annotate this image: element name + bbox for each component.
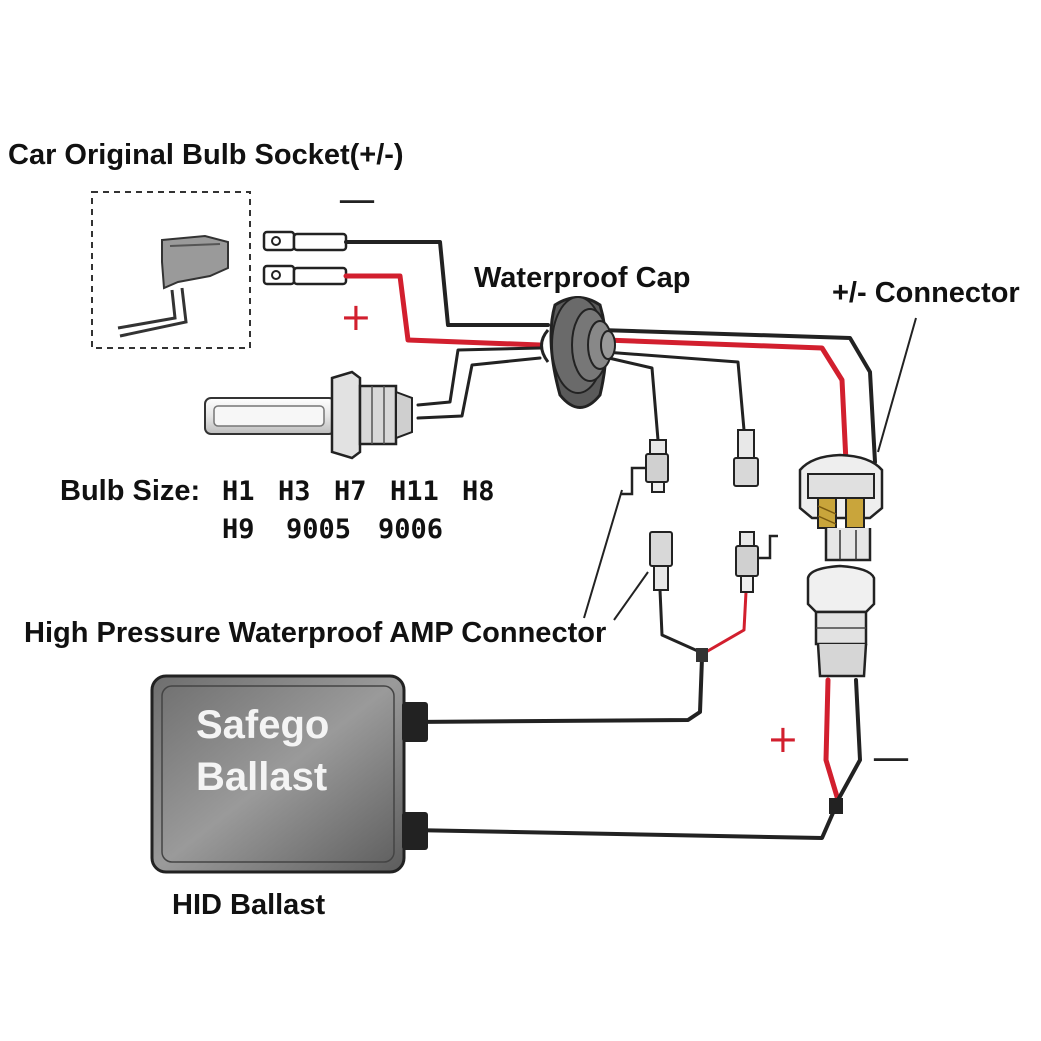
lower-minus-sign: — — [872, 735, 910, 779]
hid-bulb-icon — [204, 370, 413, 460]
pm-connector-lower — [806, 564, 876, 678]
bulb-size-item: H7 — [334, 476, 367, 507]
amp-junction-sleeve — [696, 648, 708, 662]
label-connector: +/- Connector — [832, 277, 1020, 309]
amp-lower-left-wire — [658, 588, 702, 654]
bulb-size-item: H1 — [222, 476, 255, 507]
bulb-size-list: H1 H3 H7 H11 H8 H9 9005 9006 — [222, 476, 495, 545]
ballast-name: Ballast — [196, 755, 327, 799]
negative-spade-terminal — [262, 230, 348, 252]
ballast-brand: Safego — [196, 703, 329, 747]
bulb-size-item: H9 — [222, 514, 255, 545]
amp-connector-lower-left — [649, 531, 673, 591]
lower-negative-wire — [836, 678, 862, 802]
waterproof-cap — [540, 296, 616, 409]
hid-ballast-box: Safego Ballast — [150, 674, 428, 874]
negative-wire-socket — [344, 240, 550, 327]
lower-positive-wire — [823, 677, 841, 803]
bulb-size-item: H11 — [390, 476, 439, 507]
bulb-size-item: 9005 — [286, 514, 351, 545]
ballast-junction-sleeve — [829, 798, 843, 814]
socket-plus-sign: + — [340, 295, 372, 339]
label-waterproof-cap: Waterproof Cap — [474, 262, 690, 294]
bulb-size-item: H8 — [462, 476, 495, 507]
bulb-size-item: 9006 — [378, 514, 443, 545]
ballast-output-plug — [402, 702, 428, 742]
negative-wire-main — [598, 328, 877, 464]
bulb-wire-2 — [416, 346, 542, 407]
bulb-size-item: H3 — [278, 476, 311, 507]
bulb-wire-1 — [416, 356, 542, 420]
amp-connector-lower-right — [735, 531, 778, 593]
amp-lower-right-wire — [704, 590, 748, 654]
label-socket: Car Original Bulb Socket(+/-) — [8, 139, 404, 171]
socket-minus-sign: — — [338, 177, 376, 221]
wiring — [343, 240, 877, 840]
ballast-input-plug — [402, 812, 428, 850]
lower-plus-sign: + — [767, 717, 799, 761]
amp-wire-right — [603, 350, 746, 432]
positive-wire-socket — [343, 273, 543, 348]
amp-connector-upper-left — [620, 439, 669, 496]
positive-wire-main — [602, 337, 849, 465]
pm-connector-upper — [798, 453, 884, 562]
positive-spade-terminal — [262, 264, 348, 286]
amp-connector-upper-right — [733, 429, 759, 487]
ballast-input-wire — [408, 804, 838, 840]
label-bulb-size: Bulb Size: — [60, 475, 200, 507]
label-amp-connector: High Pressure Waterproof AMP Connector — [24, 617, 606, 649]
original-socket-box — [91, 191, 251, 349]
leader-lines — [583, 317, 917, 621]
ballast-output-wire — [408, 656, 704, 724]
socket-plug-icon — [117, 234, 229, 338]
label-hid-ballast: HID Ballast — [172, 889, 325, 921]
amp-wire-left — [598, 354, 660, 442]
